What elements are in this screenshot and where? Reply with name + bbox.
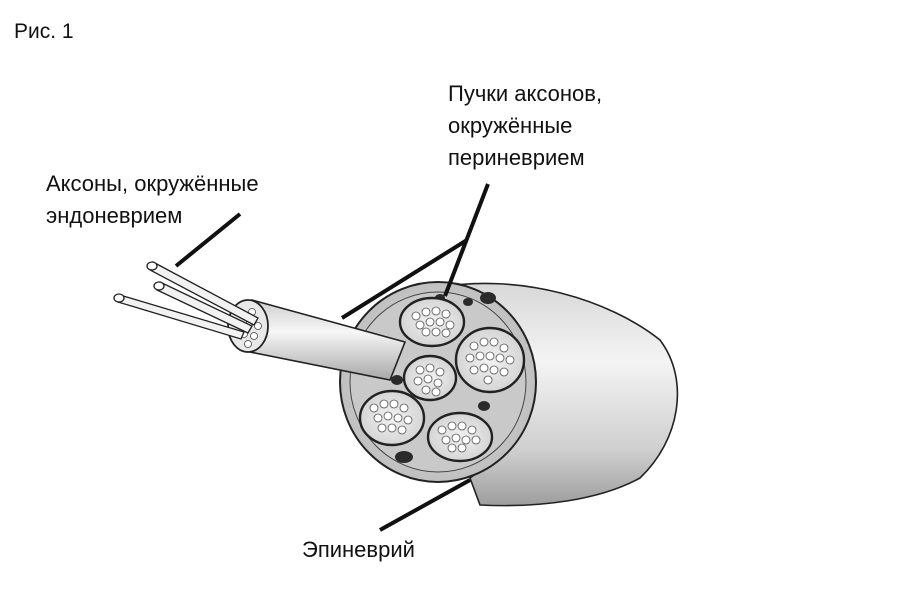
fascicles-label-line-1: Пучки аксонов, — [448, 81, 603, 106]
blood-vessels — [391, 292, 496, 463]
figure-label: Рис. 1 — [14, 20, 74, 43]
fascicle-2 — [454, 326, 526, 394]
fascicle-5 — [426, 411, 494, 463]
epineurium-label: Эпиневрий — [302, 537, 415, 562]
leader-fascicles-b — [340, 238, 469, 320]
leader-epineurium — [379, 478, 471, 532]
fascicles-label-line-3: периневрием — [448, 145, 585, 170]
fascicles-label: Пучки аксонов, окружённые периневрием — [448, 78, 602, 174]
leader-axons — [174, 212, 242, 268]
fascicles-label-line-2: окружённые — [448, 113, 573, 138]
fascicles — [358, 296, 526, 463]
fascicle-1 — [398, 296, 466, 348]
axons-label: Аксоны, окружённые эндоневрием — [46, 168, 259, 232]
axons — [113, 261, 259, 340]
fascicle-4 — [358, 389, 426, 447]
axons-label-line-2: эндоневрием — [46, 203, 183, 228]
axons-label-line-1: Аксоны, окружённые — [46, 171, 259, 196]
leader-lines — [174, 183, 490, 532]
fascicle-3 — [402, 354, 458, 402]
